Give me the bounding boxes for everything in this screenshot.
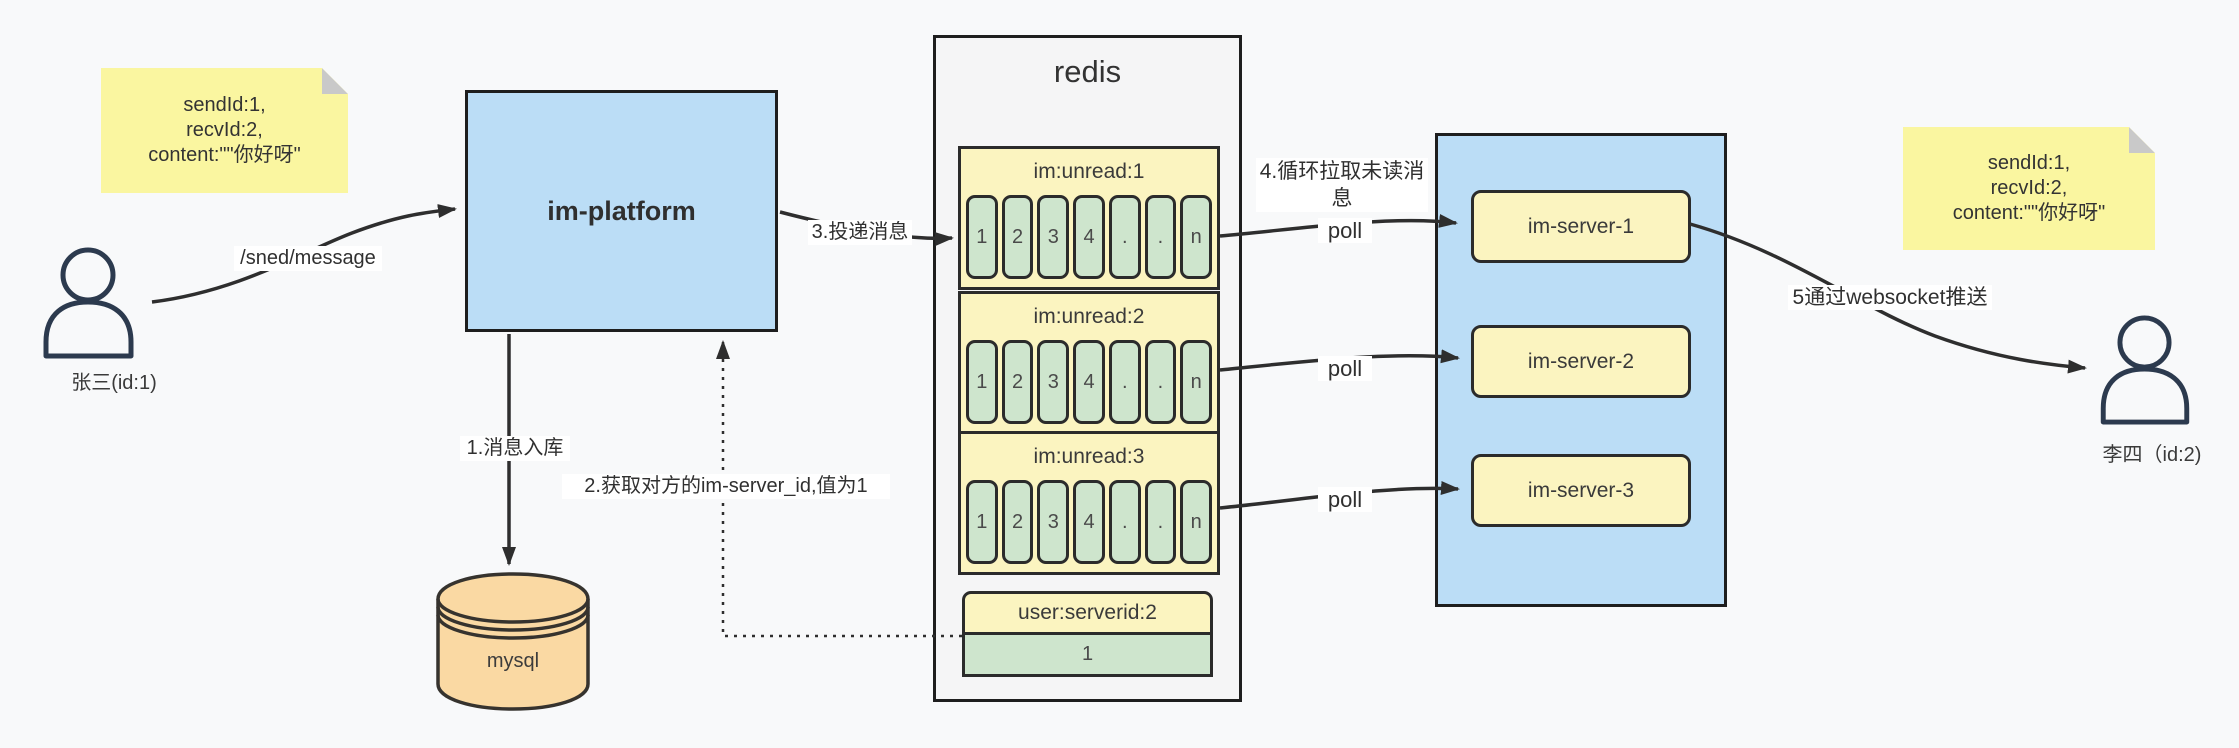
person-icon-receiver	[2100, 315, 2190, 425]
person-icon-sender	[43, 247, 134, 359]
step2-label: 2.获取对方的im-server_id,值为1	[562, 474, 890, 499]
im-server-3-node: im-server-3	[1471, 454, 1691, 527]
im-platform-label: im-platform	[547, 195, 696, 226]
queue-cell: .	[1108, 480, 1141, 564]
kv-value: 1	[962, 632, 1213, 677]
queue-cell: .	[1144, 480, 1177, 564]
queue-cell: 3	[1037, 195, 1070, 279]
poll-label-1: poll	[1318, 218, 1372, 243]
redis-queue-unread-2: im:unread:2 1 2 3 4 . . n	[958, 291, 1220, 435]
note-line: recvId:2,	[186, 119, 263, 141]
note-line: sendId:1,	[1987, 152, 2071, 174]
queue-cell: 4	[1073, 195, 1105, 279]
queue-cell: 4	[1073, 480, 1105, 564]
queue-cell: n	[1180, 480, 1213, 564]
queue-cells: 1 2 3 4 . . n	[961, 340, 1217, 424]
queue-header: im:unread:3	[1033, 445, 1145, 468]
redis-title: redis	[1053, 54, 1122, 89]
im-server-group: im-server-1 im-server-2 im-server-3	[1435, 133, 1727, 607]
queue-cell: 3	[1037, 340, 1070, 424]
queue-cell: 1	[966, 340, 998, 424]
note-fold-corner	[322, 68, 348, 94]
queue-cell: .	[1108, 195, 1141, 279]
queue-cell: .	[1144, 195, 1177, 279]
send-message-label: /sned/message	[234, 246, 382, 271]
redis-queue-unread-3: im:unread:3 1 2 3 4 . . n	[958, 431, 1220, 575]
redis-queue-unread-1: im:unread:1 1 2 3 4 . . n	[958, 146, 1220, 290]
queue-cell: 1	[966, 480, 998, 564]
redis-container: redis im:unread:1 1 2 3 4 . . n im:unrea…	[933, 35, 1242, 702]
user-serverid-box: user:serverid:2 1	[962, 591, 1213, 677]
queue-header: im:unread:2	[1033, 305, 1145, 328]
step1-label: 1.消息入库	[460, 436, 570, 461]
im-server-2-node: im-server-2	[1471, 325, 1691, 398]
queue-cell: 2	[1001, 480, 1034, 564]
sender-label: 张三(id:1)	[71, 372, 157, 394]
step5-label: 5通过websocket推送	[1788, 285, 1992, 310]
queue-header: im:unread:1	[1033, 160, 1145, 183]
sticky-note-right: sendId:1, recvId:2, content:""你好呀"	[1903, 127, 2155, 250]
queue-cells: 1 2 3 4 . . n	[961, 195, 1217, 279]
note-line: content:""你好呀"	[148, 144, 301, 166]
queue-cells: 1 2 3 4 . . n	[961, 480, 1217, 564]
queue-cell: .	[1108, 340, 1141, 424]
sticky-note-left: sendId:1, recvId:2, content:""你好呀"	[101, 68, 348, 193]
kv-header: user:serverid:2	[962, 591, 1213, 635]
im-platform-node: im-platform	[465, 90, 778, 332]
mysql-cylinder-icon	[436, 572, 590, 711]
note-line: sendId:1,	[183, 94, 266, 116]
queue-cell: 2	[1001, 340, 1034, 424]
im-server-1-node: im-server-1	[1471, 190, 1691, 263]
note-line: recvId:2,	[1990, 177, 2068, 199]
step4-label: 4.循环拉取未读消息	[1256, 158, 1428, 212]
note-fold-corner	[2129, 127, 2155, 153]
poll-label-3: poll	[1318, 487, 1372, 512]
queue-cell: n	[1180, 340, 1213, 424]
note-line: content:""你好呀"	[1952, 202, 2106, 224]
queue-cell: 2	[1001, 195, 1034, 279]
queue-cell: 4	[1073, 340, 1105, 424]
queue-cell: 3	[1037, 480, 1070, 564]
poll-label-2: poll	[1318, 356, 1372, 381]
queue-cell: 1	[966, 195, 998, 279]
receiver-label: 李四（id:2)	[2102, 444, 2202, 466]
queue-cell: .	[1144, 340, 1177, 424]
step3-label: 3.投递消息	[808, 220, 912, 245]
queue-cell: n	[1180, 195, 1213, 279]
mysql-label: mysql	[486, 650, 540, 672]
